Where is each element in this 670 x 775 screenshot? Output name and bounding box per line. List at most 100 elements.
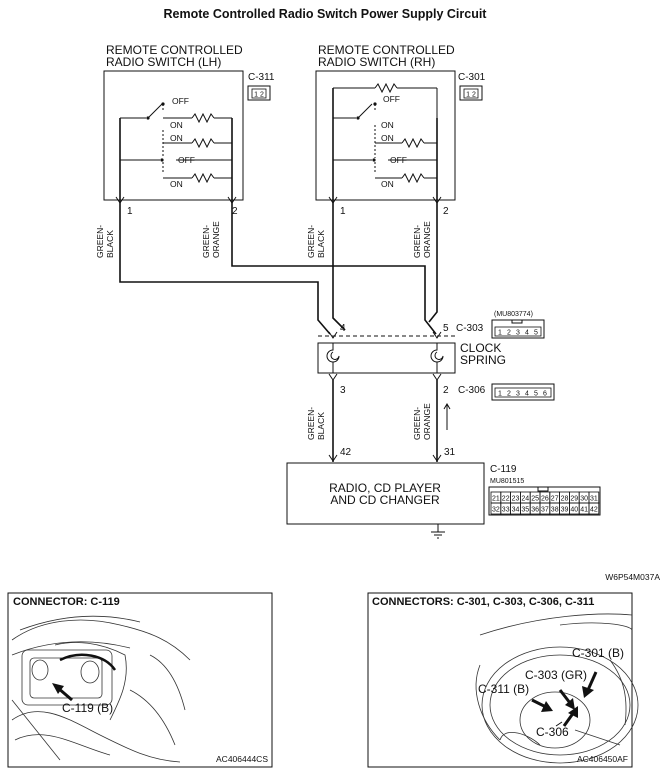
c306-connector-icon: 1 2 3 4 5 6 [491, 383, 555, 401]
switch-lh-connector-id: C-311 [248, 72, 275, 83]
svg-text:1: 1 [498, 391, 502, 398]
c119-pin-number: 26 [541, 495, 549, 502]
c119-pin-number: 42 [590, 506, 598, 513]
switch-lh-connector-icon: 1 2 [247, 85, 271, 101]
c119-pin-number: 22 [502, 495, 510, 502]
wire-label-rh-2: GREEN- ORANGE [412, 221, 432, 258]
clock-spring-part-no: (MU803774) [494, 311, 533, 318]
switch-rh-pos-1: OFF [383, 94, 400, 104]
clock-spring-label-1: CLOCK [460, 341, 501, 355]
clock-spring-top-left-pin: 4 [340, 323, 346, 334]
radio-pin-left: 42 [340, 447, 352, 458]
radio-pin-right: 31 [444, 447, 456, 458]
c119-pin-number: 24 [521, 495, 529, 502]
c119-pin-number: 35 [521, 506, 529, 513]
switch-rh-pos-5: ON [381, 179, 394, 189]
radio-part-no: MU801515 [490, 478, 524, 485]
c119-pin-number: 30 [580, 495, 588, 502]
c303-connector-icon: 1 2 3 4 5 [491, 319, 545, 339]
svg-text:GREEN-: GREEN- [412, 407, 422, 440]
c119-pin-number: 32 [492, 506, 500, 513]
clock-spring-bottom-connector-id: C-306 [458, 385, 486, 396]
c119-pin-number: 28 [561, 495, 569, 502]
c119-pin-number: 34 [512, 506, 520, 513]
clock-spring [317, 331, 456, 381]
switch-lh-pin-1: 1 [127, 206, 133, 217]
wire-label-lh-1: GREEN- BLACK [95, 225, 115, 258]
svg-text:2: 2 [507, 391, 511, 398]
svg-text:GREEN-: GREEN- [412, 225, 422, 258]
svg-text:GREEN-: GREEN- [306, 407, 316, 440]
clock-spring-top-right-pin: 5 [443, 323, 449, 334]
svg-text:GREEN-: GREEN- [201, 225, 211, 258]
c119-pin-number: 21 [492, 495, 500, 502]
switch-lh-pos-1: OFF [172, 96, 189, 106]
c119-pin-number: 27 [551, 495, 559, 502]
diagram-code: W6P54M037A [605, 572, 660, 582]
svg-text:5: 5 [534, 330, 538, 337]
panel-steering [367, 592, 639, 768]
switch-rh-pin-2: 2 [443, 206, 449, 217]
diagram-title: Remote Controlled Radio Switch Power Sup… [164, 7, 488, 21]
clock-spring-bottom-right-pin: 2 [443, 385, 449, 396]
switch-lh-pos-4: OFF [178, 155, 195, 165]
svg-text:1 2: 1 2 [466, 92, 476, 99]
c119-pin-number: 23 [512, 495, 520, 502]
panel-c119-callout: C-119 (B) [62, 701, 113, 715]
svg-text:1: 1 [498, 330, 502, 337]
svg-text:2: 2 [507, 330, 511, 337]
clock-spring-top-connector-id: C-303 [456, 323, 484, 334]
svg-text:BLACK: BLACK [316, 412, 326, 440]
lower-wires [328, 380, 451, 462]
switch-rh-pos-2: ON [381, 120, 394, 130]
c119-pin-number: 40 [570, 506, 578, 513]
switch-lh-box [103, 70, 244, 201]
radio-connector-id: C-119 [490, 464, 517, 475]
switch-lh-label-2: RADIO SWITCH (LH) [106, 55, 221, 69]
switch-lh-circuit [115, 102, 237, 210]
svg-text:ORANGE: ORANGE [211, 221, 221, 258]
panel-steering-heading: CONNECTORS: C-301, C-303, C-306, C-311 [372, 596, 594, 608]
switch-rh-label-1: REMOTE CONTROLLED [318, 43, 455, 57]
wiring-harness [119, 210, 438, 335]
panel-steering-callout-c301: C-301 (B) [572, 646, 624, 660]
svg-text:GREEN-: GREEN- [95, 225, 105, 258]
wire-label-lh-2: GREEN- ORANGE [201, 221, 221, 258]
c119-pin-number: 39 [561, 506, 569, 513]
switch-rh-pos-3: ON [381, 133, 394, 143]
svg-text:BLACK: BLACK [105, 230, 115, 258]
svg-text:4: 4 [525, 330, 529, 337]
panel-steering-callout-c303: C-303 (GR) [525, 668, 587, 682]
switch-rh-box [315, 70, 456, 201]
radio-label-1: RADIO, CD PLAYER [329, 481, 441, 495]
c119-pin-number: 29 [570, 495, 578, 502]
svg-text:GREEN-: GREEN- [306, 225, 316, 258]
panel-steering-callout-c306: C-306 [536, 725, 569, 739]
svg-text:ORANGE: ORANGE [422, 221, 432, 258]
svg-text:BLACK: BLACK [316, 230, 326, 258]
c119-pin-number: 37 [541, 506, 549, 513]
wire-label-low-2: GREEN- ORANGE [412, 403, 432, 440]
panel-c119-code: AC406444CS [216, 754, 268, 764]
switch-rh-pin-1: 1 [340, 206, 346, 217]
svg-text:ORANGE: ORANGE [422, 403, 432, 440]
radio-box [286, 462, 485, 525]
panel-steering-callout-c311: C-311 (B) [478, 682, 529, 696]
radio-label-2: AND CD CHANGER [330, 493, 440, 507]
svg-text:4: 4 [525, 391, 529, 398]
panel-c119-heading: CONNECTOR: C-119 [13, 596, 120, 608]
switch-lh-pin-2: 2 [232, 206, 238, 217]
clock-spring-label-2: SPRING [460, 353, 506, 367]
c119-pin-number: 25 [531, 495, 539, 502]
c119-pin-number: 41 [580, 506, 588, 513]
svg-text:6: 6 [543, 391, 547, 398]
c119-pin-number: 33 [502, 506, 510, 513]
clock-spring-bottom-left-pin: 3 [340, 385, 346, 396]
switch-lh-pos-2: ON [170, 120, 183, 130]
svg-text:1 2: 1 2 [254, 92, 264, 99]
switch-rh-connector-icon: 1 2 [459, 85, 483, 101]
svg-text:3: 3 [516, 391, 520, 398]
svg-text:5: 5 [534, 391, 538, 398]
switch-lh-label-1: REMOTE CONTROLLED [106, 43, 243, 57]
